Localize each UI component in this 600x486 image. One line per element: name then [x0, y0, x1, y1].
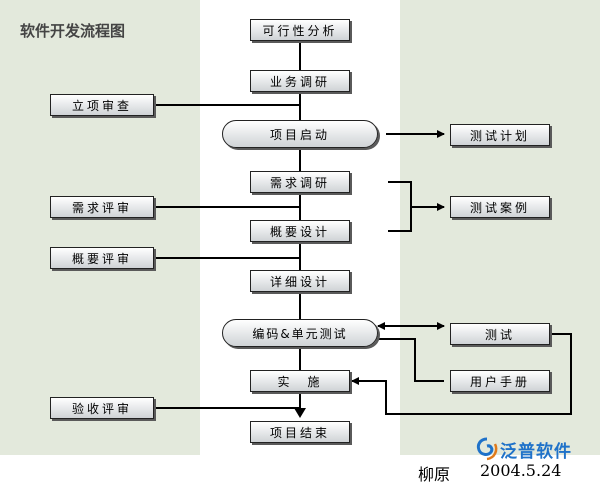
overview-review-box: 概要评审: [50, 247, 154, 269]
test-plan-box: 测试计划: [450, 124, 550, 146]
feasibility-analysis-box: 可行性分析: [250, 19, 350, 41]
project-end-box: 项目结束: [250, 421, 350, 443]
requirements-review-box: 需求评审: [50, 196, 154, 218]
logo-text: 泛普软件: [500, 441, 572, 462]
coding-unit-test-box: 编码&单元测试: [222, 319, 378, 347]
brand-logo: 泛普软件: [474, 436, 594, 462]
requirements-research-box: 需求调研: [250, 171, 350, 193]
detailed-design-box: 详细设计: [250, 270, 350, 292]
test-to-implementation-loop: [351, 333, 572, 415]
diagram-date: 2004.5.24: [480, 461, 562, 480]
left-background-panel: [0, 0, 200, 455]
requirements-bracket: [388, 181, 412, 232]
user-manual-box: 用户手册: [450, 370, 550, 392]
swirl-logo-icon: [476, 437, 498, 461]
implementation-box: 实 施: [250, 370, 350, 392]
business-research-box: 业务调研: [250, 70, 350, 92]
project-review-box: 立项审查: [50, 94, 154, 116]
user-manual-connector: [378, 338, 444, 382]
project-start-box: 项目启动: [222, 120, 378, 148]
overview-design-box: 概要设计: [250, 220, 350, 242]
acceptance-review-box: 验收评审: [50, 397, 154, 419]
project-end-arrowhead: [294, 408, 306, 418]
test-box: 测试: [450, 323, 550, 345]
diagram-title: 软件开发流程图: [20, 22, 126, 40]
test-cases-box: 测试案例: [450, 196, 550, 218]
author-name: 柳原: [418, 465, 451, 484]
